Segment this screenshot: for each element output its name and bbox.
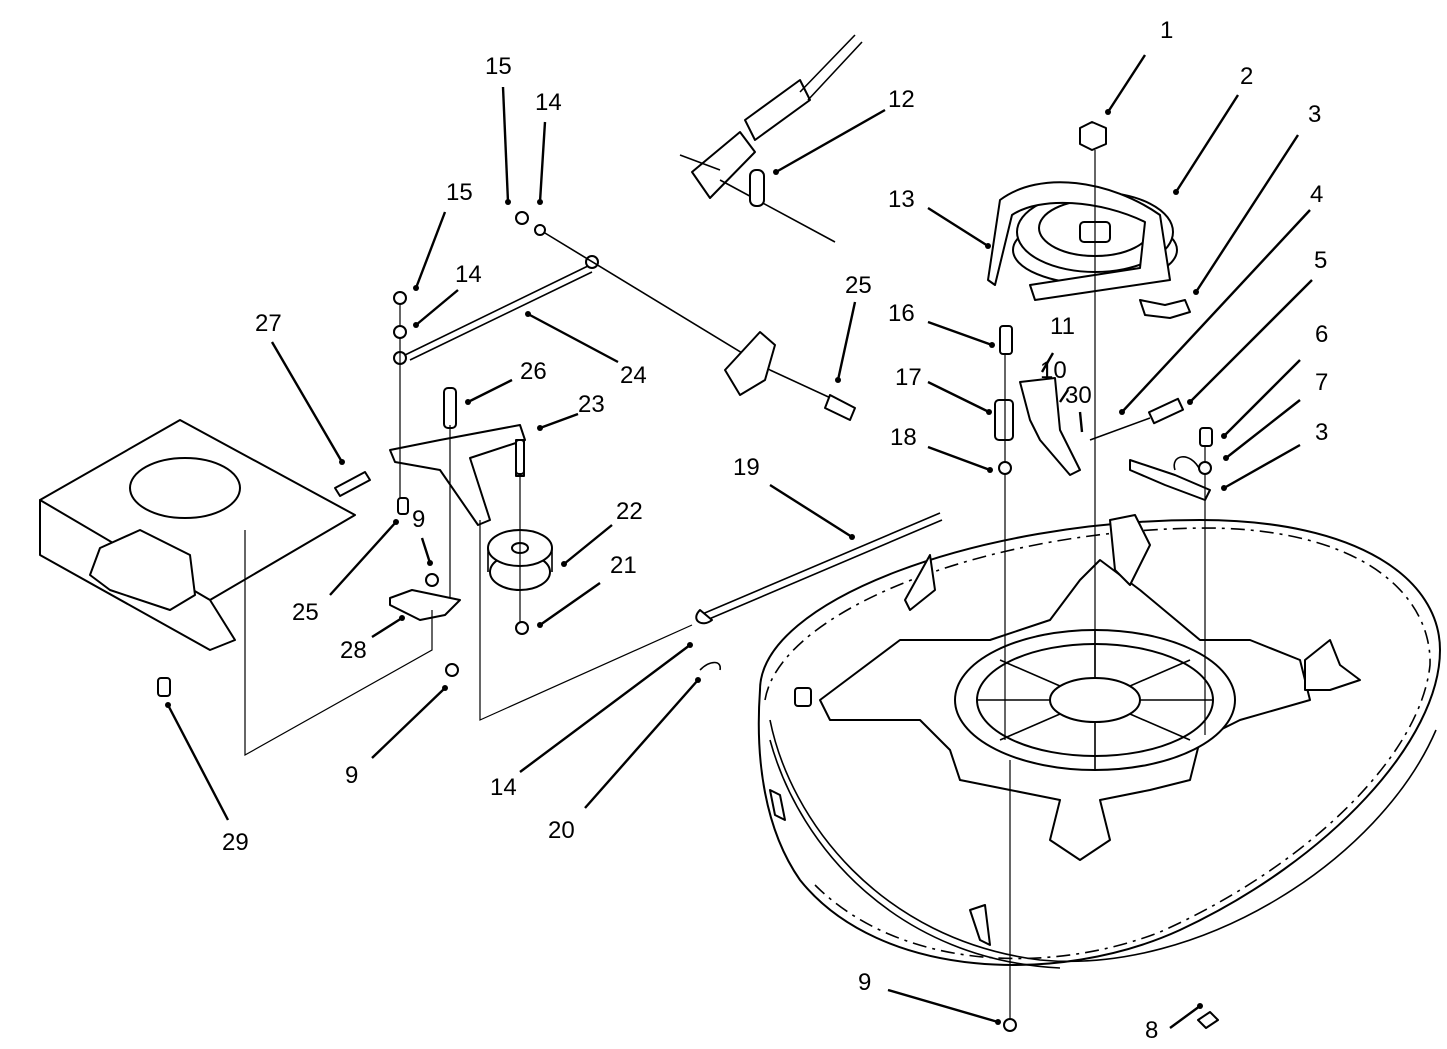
callout-25-right: 25 <box>845 272 872 299</box>
callout-9-lower: 9 <box>345 762 358 789</box>
assembly-lines <box>244 150 1206 1020</box>
callout-27: 27 <box>255 310 282 337</box>
callout-6: 6 <box>1315 321 1328 348</box>
callout-14-top: 14 <box>535 89 562 116</box>
callout-20: 20 <box>548 817 575 844</box>
callout-8: 8 <box>1145 1017 1158 1044</box>
callout-14-mid: 14 <box>455 261 482 288</box>
leader-lines <box>166 54 1313 1029</box>
idler-arm <box>389 387 526 526</box>
callout-4: 4 <box>1310 181 1323 208</box>
callout-11: 11 <box>1050 313 1075 340</box>
callout-25-left: 25 <box>292 599 319 626</box>
fasteners <box>157 211 1219 1032</box>
callout-9-upper: 9 <box>412 506 425 533</box>
callout-15-mid: 15 <box>446 179 473 206</box>
callout-16: 16 <box>888 300 915 327</box>
linkage-rod <box>393 229 771 371</box>
mower-deck <box>757 514 1441 969</box>
callout-19: 19 <box>733 454 760 481</box>
callout-23: 23 <box>578 391 605 418</box>
callout-24: 24 <box>620 362 647 389</box>
callout-14-lower: 14 <box>490 774 517 801</box>
callout-12: 12 <box>888 86 915 113</box>
idler-bracket <box>389 589 461 621</box>
callout-7: 7 <box>1315 369 1328 396</box>
tension-spring-and-cable <box>699 397 1211 623</box>
callout-15-top: 15 <box>485 53 512 80</box>
callout-5: 5 <box>1314 247 1327 274</box>
callout-2: 2 <box>1240 63 1253 90</box>
callout-13: 13 <box>888 186 915 213</box>
leader-dots <box>165 109 1229 1025</box>
upper-cable-bracket <box>679 34 863 243</box>
callout-10: 10 <box>1040 357 1067 384</box>
drive-belt <box>987 181 1171 301</box>
callout-29: 29 <box>222 829 249 856</box>
control-bracket <box>724 331 856 421</box>
callout-3-lower: 3 <box>1315 419 1328 446</box>
callout-9-bottom: 9 <box>858 969 871 996</box>
callout-17: 17 <box>895 364 922 391</box>
callout-22: 22 <box>616 498 643 525</box>
callout-26: 26 <box>520 358 547 385</box>
callout-18: 18 <box>890 424 917 451</box>
callout-labels: 1 2 3 4 5 6 7 3 8 9 10 11 12 13 14 15 14… <box>222 17 1328 1044</box>
engine-mount-plate <box>39 419 356 651</box>
callout-3-upper: 3 <box>1308 101 1321 128</box>
pivot-bracket <box>994 377 1081 476</box>
callout-1: 1 <box>1160 17 1173 44</box>
callout-21: 21 <box>610 552 637 579</box>
callout-30: 30 <box>1065 382 1092 409</box>
callout-28: 28 <box>340 637 367 664</box>
